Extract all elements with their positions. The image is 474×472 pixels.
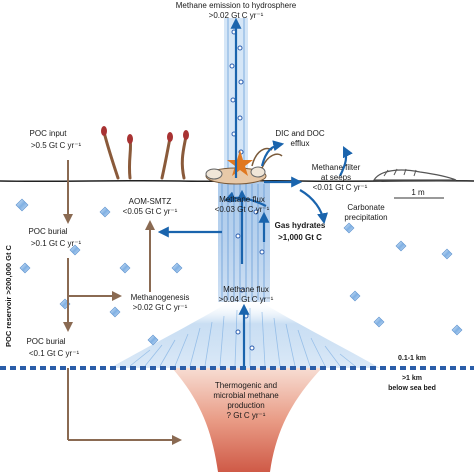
label-dic-doc-title: DIC and DOC bbox=[275, 129, 325, 138]
label-depth-1: 0.1-1 km bbox=[398, 355, 426, 362]
label-filter-title: Methane filter bbox=[312, 163, 361, 172]
label-thermo-line3: production bbox=[227, 401, 264, 410]
label-thermo-line1: Thermogenic and bbox=[215, 381, 277, 390]
label-carbonate-title: Carbonate bbox=[347, 203, 385, 212]
label-methanogenesis-value: >0.02 Gt C yr⁻¹ bbox=[133, 303, 188, 312]
label-emission-title: Methane emission to hydrosphere bbox=[176, 1, 297, 10]
methane-arrows bbox=[157, 17, 353, 370]
tube-worm-plumes bbox=[101, 126, 189, 144]
label-poc-input-value: >0.5 Gt C yr⁻¹ bbox=[31, 141, 82, 150]
label-flux-upper-title: Methane flux bbox=[219, 195, 265, 204]
label-poc-burial2-title: POC burial bbox=[26, 337, 65, 346]
sea-cucumber bbox=[372, 168, 457, 181]
sediment-plume-streaks bbox=[221, 184, 265, 300]
label-thermo-line2: microbial methane bbox=[213, 391, 279, 400]
label-poc-input-title: POC input bbox=[30, 129, 68, 138]
label-flux-lower-value: >0.04 Gt C yr⁻¹ bbox=[219, 295, 274, 304]
label-filter-sub: at seeps bbox=[321, 173, 351, 182]
sediment-plume-column bbox=[218, 182, 270, 302]
label-flux-upper-value: <0.03 Gt C yr⁻¹ bbox=[215, 205, 270, 214]
label-depth-2-sub: below sea bed bbox=[388, 385, 436, 392]
carbonate-arrow bbox=[299, 189, 328, 225]
label-aom-title: AOM-SMTZ bbox=[129, 197, 172, 206]
tube-worms bbox=[102, 130, 188, 180]
poc-arrows bbox=[63, 160, 182, 445]
label-poc-burial2-value: <0.1 Gt C yr⁻¹ bbox=[29, 349, 80, 358]
dic-doc-arrow bbox=[260, 140, 285, 167]
label-reservoir: POC reservoir >200,000 Gt C bbox=[4, 244, 13, 347]
label-scale-1m: 1 m bbox=[411, 188, 425, 197]
hydrate-crystals bbox=[15, 198, 463, 346]
label-filter-value: <0.01 Gt C yr⁻¹ bbox=[313, 183, 368, 192]
plume-fan-streaks bbox=[129, 308, 356, 367]
label-poc-burial1-title: POC burial bbox=[28, 227, 67, 236]
label-carbonate-sub: precipitation bbox=[344, 213, 387, 222]
hydrate-arc-arrow bbox=[223, 191, 267, 207]
label-aom-value: <0.05 Gt C yr⁻¹ bbox=[123, 207, 178, 216]
label-flux-lower-title: Methane flux bbox=[223, 285, 269, 294]
filter-feedback-arrow bbox=[339, 146, 353, 177]
label-hydrates-title: Gas hydrates bbox=[275, 221, 326, 230]
label-thermo-value: ? Gt C yr⁻¹ bbox=[227, 411, 266, 420]
label-depth-2: >1 km bbox=[402, 375, 422, 382]
label-poc-burial1-value: >0.1 Gt C yr⁻¹ bbox=[31, 239, 82, 248]
label-dic-doc-sub: efflux bbox=[291, 139, 310, 148]
methane-source-body bbox=[172, 368, 322, 472]
label-emission-value: >0.02 Gt C yr⁻¹ bbox=[209, 11, 264, 20]
label-methanogenesis-title: Methanogenesis bbox=[131, 293, 190, 302]
label-hydrates-value: >1,000 Gt C bbox=[278, 233, 322, 242]
